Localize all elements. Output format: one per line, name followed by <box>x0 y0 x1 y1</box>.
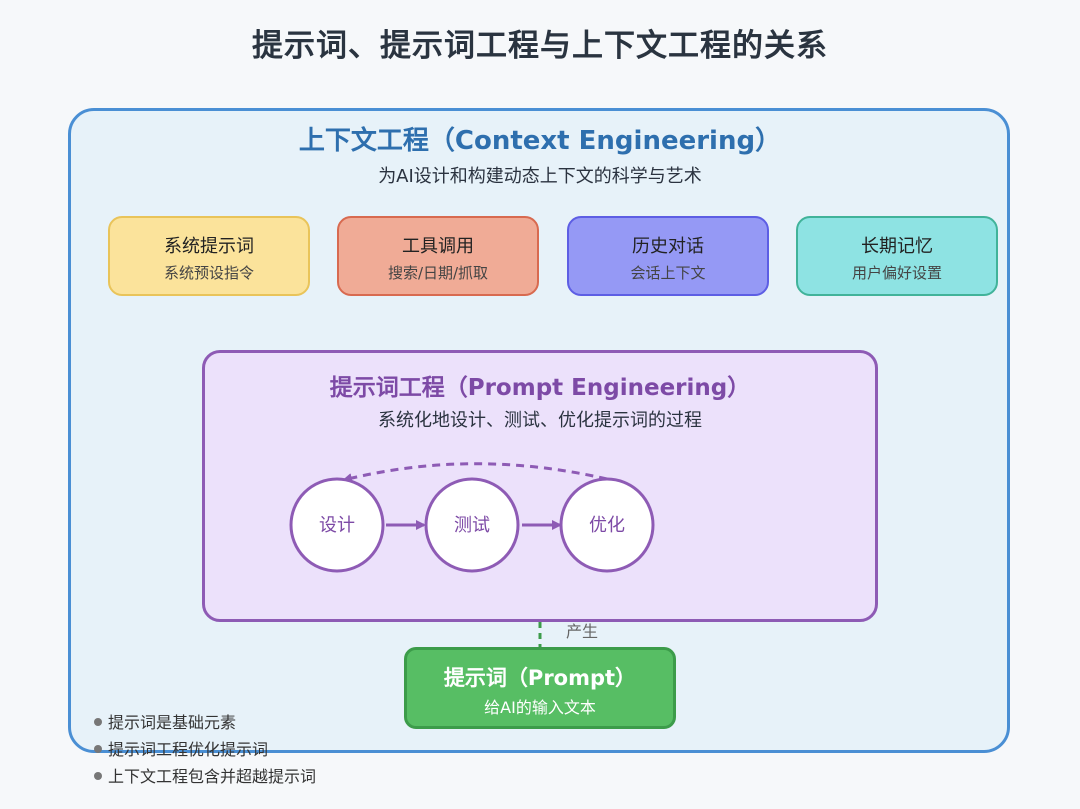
card-title: 系统提示词 <box>164 236 254 257</box>
note-text: 提示词是基础元素 <box>108 713 237 732</box>
card-long-term-memory: 长期记忆 用户偏好设置 <box>796 216 998 296</box>
step-test-label: 测试 <box>454 515 490 536</box>
prompt-box: 提示词（Prompt） 给AI的输入文本 <box>404 647 676 729</box>
iteration-loop-diagram: 设计 测试 优化 <box>289 462 655 573</box>
card-title: 长期记忆 <box>861 236 933 257</box>
prompt-engineering-title: 提示词工程（Prompt Engineering） <box>329 375 751 401</box>
prompt-subtitle: 给AI的输入文本 <box>484 698 596 717</box>
context-engineering-title: 上下文工程（Context Engineering） <box>298 126 782 156</box>
card-title: 历史对话 <box>632 236 704 257</box>
step-test-circle <box>424 477 520 573</box>
step-optimize-label: 优化 <box>589 515 625 536</box>
card-subtitle: 系统预设指令 <box>163 264 254 282</box>
bullet-icon <box>94 717 102 726</box>
card-history: 历史对话 会话上下文 <box>567 216 769 296</box>
card-tool-calls: 工具调用 搜索/日期/抓取 <box>337 216 539 296</box>
card-subtitle: 用户偏好设置 <box>851 264 942 282</box>
note-item: 上下文工程包含并超越提示词 <box>94 767 316 794</box>
prompt-title: 提示词（Prompt） <box>443 666 637 690</box>
card-title: 工具调用 <box>402 236 474 257</box>
step-design-circle <box>289 477 385 573</box>
note-item: 提示词工程优化提示词 <box>94 740 316 767</box>
bullet-icon <box>94 744 102 753</box>
produce-connector <box>538 622 542 648</box>
context-engineering-subtitle: 为AI设计和构建动态上下文的科学与艺术 <box>378 166 702 187</box>
card-subtitle: 搜索/日期/抓取 <box>387 264 489 282</box>
prompt-engineering-subtitle: 系统化地设计、测试、优化提示词的过程 <box>378 410 702 431</box>
feedback-dashed-arrow <box>342 462 608 483</box>
card-system-prompt: 系统提示词 系统预设指令 <box>108 216 310 296</box>
notes-list: 提示词是基础元素 提示词工程优化提示词 上下文工程包含并超越提示词 <box>94 713 316 794</box>
produce-label: 产生 <box>566 622 599 641</box>
note-text: 提示词工程优化提示词 <box>108 740 269 759</box>
note-text: 上下文工程包含并超越提示词 <box>108 767 317 786</box>
step-optimize-circle <box>559 477 655 573</box>
note-item: 提示词是基础元素 <box>94 713 316 740</box>
bullet-icon <box>94 771 102 780</box>
page-title: 提示词、提示词工程与上下文工程的关系 <box>252 28 828 64</box>
card-subtitle: 会话上下文 <box>630 264 706 282</box>
step-design-label: 设计 <box>319 515 355 536</box>
